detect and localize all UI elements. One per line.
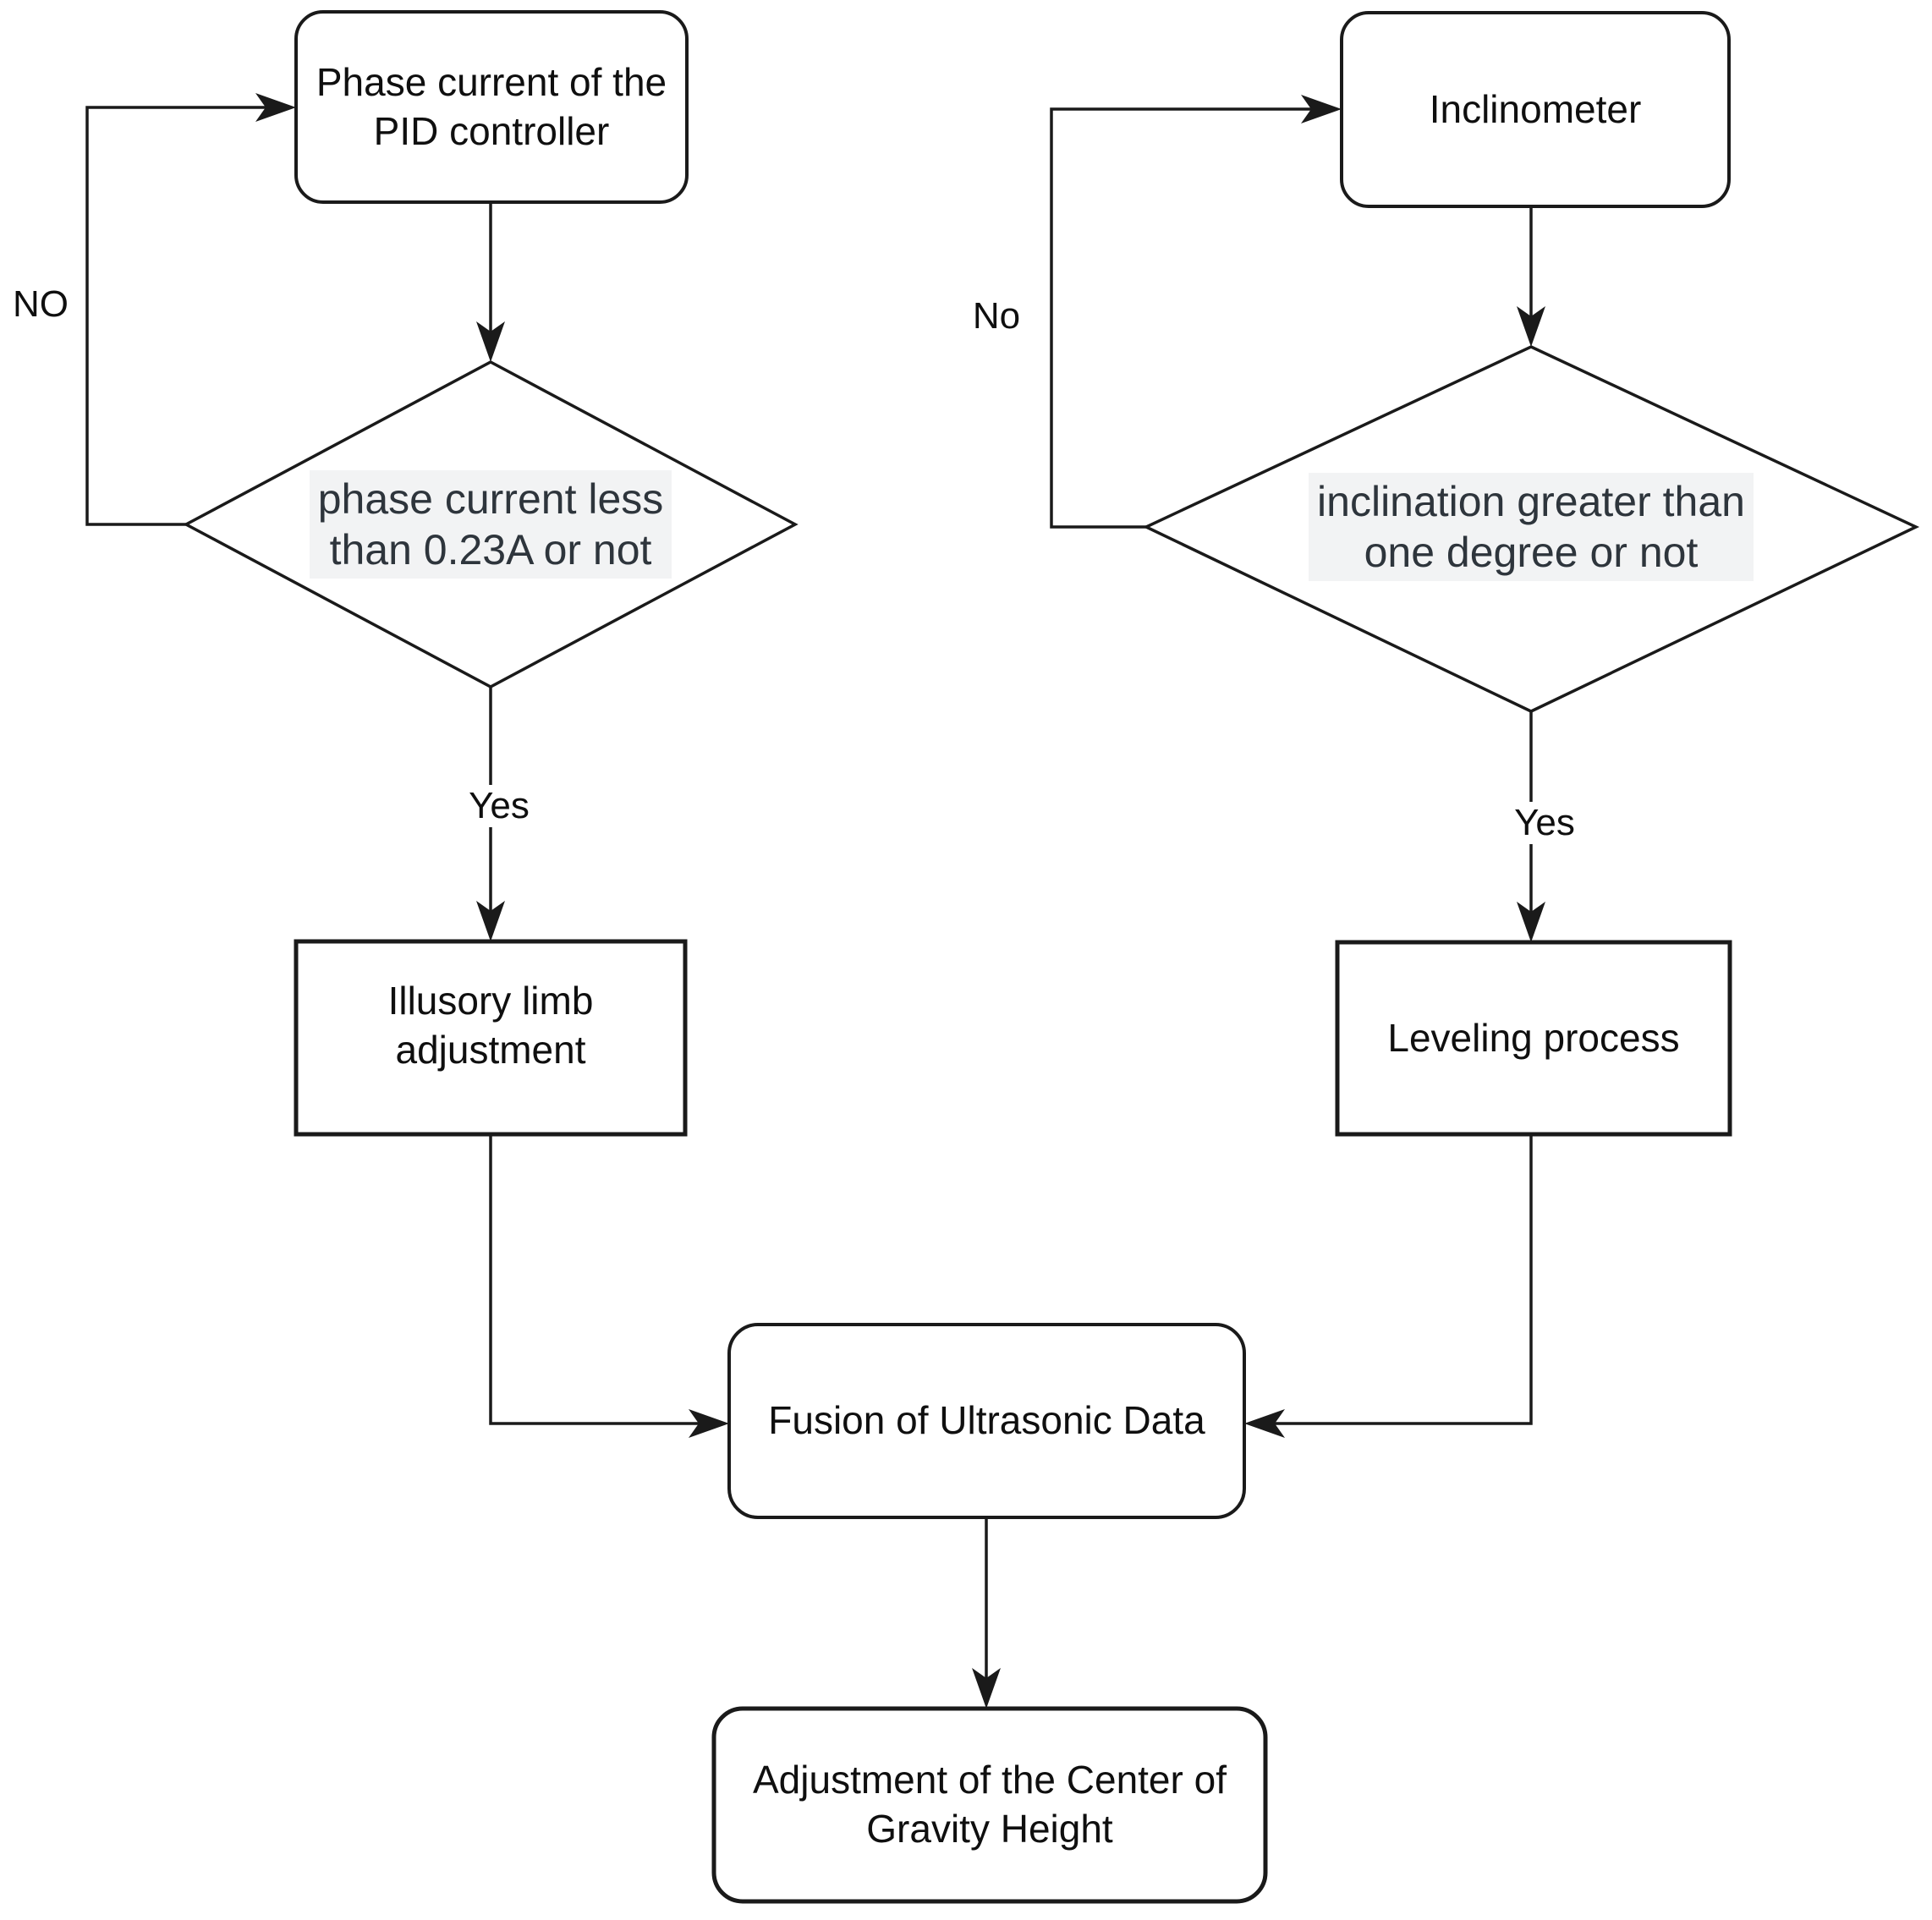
edge-label-yes-left-text: Yes [460, 785, 538, 827]
adjustment-label: Adjustment of the Center of Gravity Heig… [753, 1758, 1227, 1851]
edge-illusory-to-fusion [489, 1134, 699, 1425]
adjustment-node [711, 1706, 1268, 1904]
arrowhead-yes-left [476, 901, 505, 941]
arrowhead-no-right-loop [1301, 95, 1342, 123]
inclinometer-label: Inclinometer [1429, 86, 1642, 131]
decision-phase-current-label: phase current less than 0.23A or not [195, 440, 787, 609]
edge-label-no-left: NO [13, 283, 69, 325]
arrowhead-illusory-to-fusion [689, 1409, 729, 1438]
edge-label-yes-right-text: Yes [1506, 802, 1583, 844]
arrowhead-inclinometer-to-decision [1517, 306, 1545, 347]
decision-phase-current-text: phase current less than 0.23A or not [309, 470, 672, 579]
arrowhead-no-left-loop [255, 93, 296, 122]
leveling-process-node [1335, 940, 1732, 1137]
arrowhead-leveling-to-fusion [1244, 1409, 1285, 1438]
edge-no-right-loop [1050, 107, 1311, 529]
illusory-limb-label: Illusory limb adjustment [387, 979, 594, 1072]
edge-label-no-right: No [972, 295, 1021, 337]
phase-current-node [294, 10, 689, 204]
illusory-limb-node [294, 939, 688, 1137]
leveling-process-label: Leveling process [1387, 1015, 1680, 1060]
edge-no-left-loop [85, 106, 266, 526]
edge-leveling-to-fusion [1275, 1134, 1533, 1425]
inclinometer-node [1340, 11, 1731, 208]
arrowhead-yes-right [1517, 902, 1545, 942]
phase-current-label: Phase current of the PID controller [316, 59, 667, 153]
edge-label-yes-right: Yes [1479, 799, 1610, 847]
fusion-label: Fusion of Ultrasonic Data [768, 1398, 1205, 1443]
decision-inclination-text: inclination greater than one degree or n… [1309, 473, 1754, 581]
fusion-node [727, 1323, 1246, 1519]
decision-inclination-label: inclination greater than one degree or n… [1150, 442, 1912, 612]
arrowhead-phase-to-decision [476, 321, 505, 362]
arrowhead-fusion-to-adjustment [972, 1668, 1001, 1709]
edge-label-yes-left: Yes [434, 782, 564, 830]
